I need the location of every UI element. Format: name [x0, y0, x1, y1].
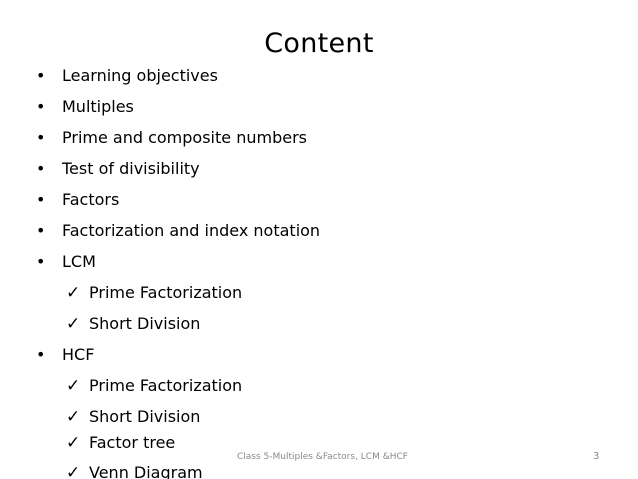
bullet-icon: •	[36, 66, 46, 85]
slide-title: Content	[264, 28, 374, 59]
bullet-icon: •	[36, 221, 46, 240]
checkmark-icon: ✓	[66, 314, 81, 334]
sub-item-label: Venn Diagram	[89, 463, 203, 479]
checkmark-icon: ✓	[66, 433, 81, 453]
bullet-icon: •	[36, 190, 46, 209]
bullet-icon: •	[36, 97, 46, 116]
bullet-icon: •	[36, 252, 46, 271]
list-item-label: LCM	[62, 252, 96, 271]
checkmark-icon: ✓	[66, 463, 81, 479]
sub-item-label: Short Division	[89, 314, 201, 333]
bullet-icon: •	[36, 159, 46, 178]
bullet-icon: •	[36, 345, 46, 364]
bullet-icon: •	[36, 128, 46, 147]
checkmark-icon: ✓	[66, 283, 81, 303]
sub-item-label: Prime Factorization	[89, 283, 243, 302]
list-item-label: Multiples	[62, 97, 134, 116]
sub-item-label: Prime Factorization	[89, 376, 243, 395]
checkmark-icon: ✓	[66, 407, 81, 427]
list-item-label: HCF	[62, 345, 95, 364]
checkmark-icon: ✓	[66, 376, 81, 396]
page-number: 3	[593, 451, 600, 462]
list-item-label: Prime and composite numbers	[62, 128, 307, 147]
list-item-label: Factorization and index notation	[62, 221, 321, 240]
list-item-label: Factors	[62, 190, 120, 209]
slide-footer: Class 5-Multiples &Factors, LCM &HCF	[237, 452, 408, 462]
sub-item-label: Short Division	[89, 407, 201, 426]
list-item-label: Test of divisibility	[62, 159, 200, 178]
list-item-label: Learning objectives	[62, 66, 218, 85]
sub-item-label: Factor tree	[89, 433, 176, 452]
